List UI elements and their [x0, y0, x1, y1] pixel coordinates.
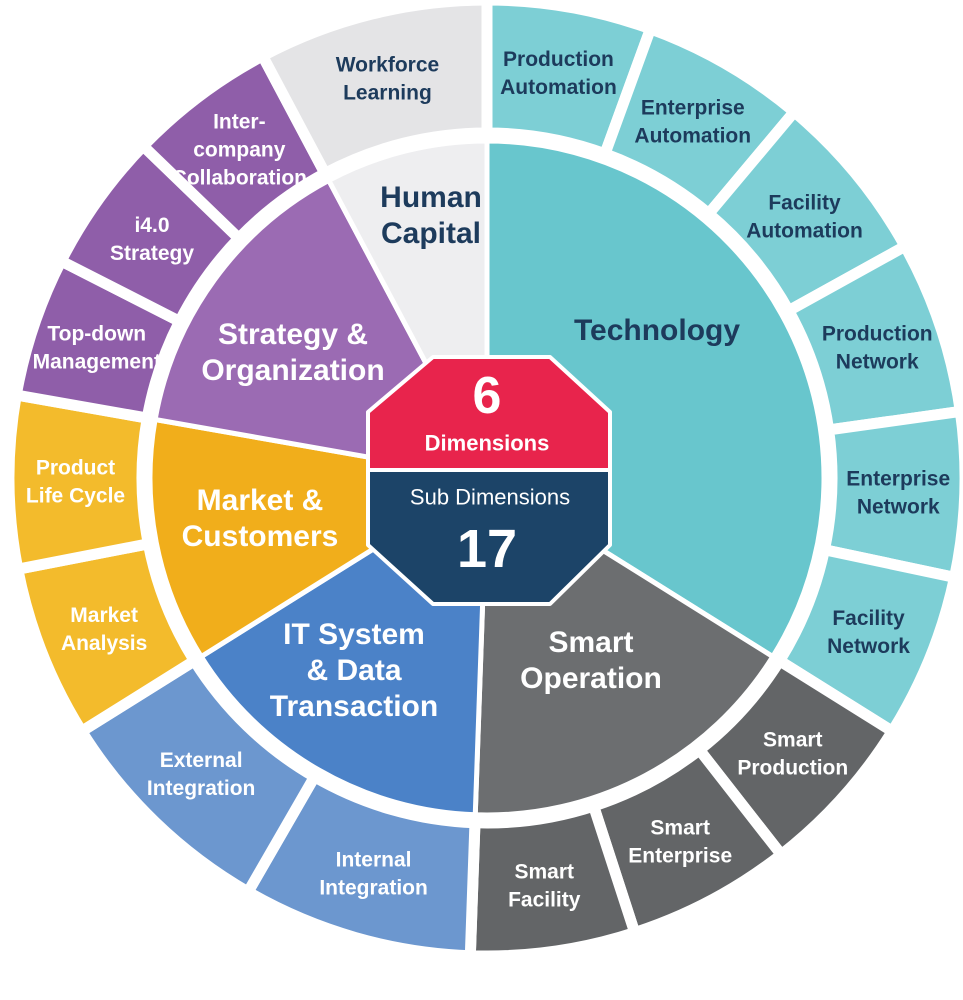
dimension-label-market-customers: Market &Customers — [182, 484, 339, 553]
center-hexagon: 6 Dimensions Sub Dimensions 17 — [366, 355, 612, 606]
dimension-label-strategy-organization: Strategy &Organization — [201, 318, 384, 387]
sub-dimension-workforce-learning — [257, 0, 493, 179]
dimension-count: 6 — [473, 367, 502, 425]
sub-dimension-product-life-cycle — [3, 389, 154, 575]
dimension-count-label: Dimensions — [425, 431, 550, 456]
sub-dimension-count: 17 — [457, 519, 517, 579]
sub-dimension-label: Sub Dimensions — [410, 485, 570, 510]
dimension-label-technology: Technology — [574, 314, 740, 347]
center-hexagon-bottom — [366, 468, 612, 606]
